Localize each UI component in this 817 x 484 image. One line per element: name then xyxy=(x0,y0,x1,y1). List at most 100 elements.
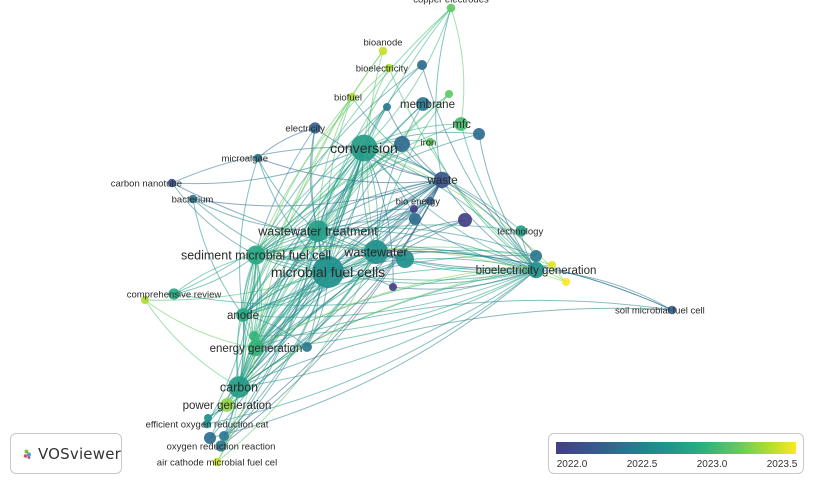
network-edge xyxy=(238,179,443,388)
node-microalgae[interactable] xyxy=(253,153,263,163)
network-edge xyxy=(421,64,537,271)
node-unlabeled[interactable] xyxy=(204,414,212,422)
node-unlabeled[interactable] xyxy=(409,213,421,225)
network-labels: copper electrodesbioanodebioelectricityb… xyxy=(111,0,705,468)
node-label-carbon-nanotube: carbon nanotube xyxy=(111,178,182,189)
node-electricity[interactable] xyxy=(309,122,321,134)
network-edge xyxy=(535,269,673,311)
network-edge xyxy=(144,299,240,388)
node-wastewater[interactable] xyxy=(363,239,389,265)
network-edge xyxy=(238,269,537,388)
network-edge xyxy=(363,147,537,271)
network-edge xyxy=(255,179,443,256)
node-comprehensive-review[interactable] xyxy=(168,288,180,300)
network-edge xyxy=(327,143,403,273)
node-label-comprehensive-review: comprehensive review xyxy=(127,289,222,300)
network-edge xyxy=(375,248,537,271)
network-edge xyxy=(327,269,537,284)
node-microbial-fuel-cells[interactable] xyxy=(312,256,344,288)
node-unlabeled[interactable] xyxy=(389,283,397,291)
node-label-mfc: mfc xyxy=(452,119,471,131)
node-power-generation[interactable] xyxy=(220,398,234,412)
node-sediment-microbial-fuel-cell[interactable] xyxy=(246,245,266,265)
node-unlabeled[interactable] xyxy=(473,128,485,140)
node-unlabeled[interactable] xyxy=(383,103,391,111)
node-efficient-oxygen-reduction-cat[interactable] xyxy=(202,419,212,429)
node-unlabeled[interactable] xyxy=(562,278,570,286)
network-edge xyxy=(171,182,257,256)
network-edge xyxy=(171,182,537,271)
node-unlabeled[interactable] xyxy=(458,213,472,227)
network-edge xyxy=(171,147,365,185)
node-bio-energy[interactable] xyxy=(425,196,435,206)
network-edge xyxy=(386,106,443,181)
network-edge xyxy=(238,264,553,388)
node-unlabeled[interactable] xyxy=(530,250,542,262)
node-mfc[interactable] xyxy=(454,117,468,131)
node-label-copper-electrodes: copper electrodes xyxy=(413,0,489,6)
node-unlabeled[interactable] xyxy=(417,60,427,70)
node-carbon[interactable] xyxy=(228,376,250,398)
network-edge xyxy=(435,7,452,181)
node-bioelectricity-generation[interactable] xyxy=(527,261,545,279)
network-edge xyxy=(238,307,673,388)
node-unlabeled[interactable] xyxy=(204,432,216,444)
network-edge xyxy=(375,250,673,311)
vosviewer-logo: VOSviewer xyxy=(10,433,122,474)
node-label-conversion: conversion xyxy=(330,140,398,156)
node-copper-electrodes[interactable] xyxy=(446,3,456,13)
node-label-efficient-oxygen-reduction-cat: efficient oxygen reduction cat xyxy=(146,419,269,430)
node-soil-microbial-fuel-cell[interactable] xyxy=(667,305,677,315)
node-conversion[interactable] xyxy=(350,134,378,162)
network-edge xyxy=(255,269,537,349)
node-label-energy-generation: energy generation xyxy=(210,343,303,355)
node-unlabeled[interactable] xyxy=(445,90,453,98)
network-edge xyxy=(238,258,406,388)
node-unlabeled[interactable] xyxy=(219,431,229,441)
node-air-cathode-microbial-fuel-cel[interactable] xyxy=(212,457,222,467)
network-edge xyxy=(317,229,537,271)
node-technology[interactable] xyxy=(515,225,527,237)
node-label-power-generation: power generation xyxy=(183,400,272,412)
node-membrane[interactable] xyxy=(416,97,430,111)
network-edge xyxy=(441,179,537,271)
network-edge xyxy=(255,219,466,349)
network-edge xyxy=(239,157,259,316)
node-label-microbial-fuel-cells: microbial fuel cells xyxy=(271,264,385,280)
network-edge xyxy=(375,251,537,274)
node-label-bioelectricity-generation: bioelectricity generation xyxy=(476,265,597,277)
vosviewer-logo-text: VOSviewer xyxy=(37,444,121,463)
node-oxygen-reduction-reaction[interactable] xyxy=(215,440,227,452)
legend-tick: 2022.0 xyxy=(556,459,588,470)
node-bioanode[interactable] xyxy=(378,46,388,56)
node-unlabeled[interactable] xyxy=(396,250,414,268)
node-carbon-nanotube[interactable] xyxy=(167,178,177,188)
node-bacterium[interactable] xyxy=(188,194,198,204)
node-wastewater-treatment[interactable] xyxy=(307,220,329,242)
node-unlabeled[interactable] xyxy=(410,205,418,213)
network-edge xyxy=(392,269,537,290)
network-edge xyxy=(478,133,537,271)
legend-tick: 2023.5 xyxy=(766,459,798,470)
node-unlabeled[interactable] xyxy=(548,261,556,269)
node-label-sediment-microbial-fuel-cell: sediment microbial fuel cell xyxy=(181,248,331,262)
network-edge xyxy=(253,269,537,337)
node-waste[interactable] xyxy=(433,171,451,189)
node-energy-generation[interactable] xyxy=(247,339,265,357)
node-unlabeled[interactable] xyxy=(141,296,149,304)
node-iron[interactable] xyxy=(425,137,435,147)
network-edge xyxy=(242,96,353,316)
network-edge xyxy=(242,208,415,316)
node-unlabeled[interactable] xyxy=(394,136,410,152)
node-unlabeled[interactable] xyxy=(249,331,259,341)
network-edge xyxy=(255,179,443,349)
network-edge xyxy=(206,254,257,425)
node-anode[interactable] xyxy=(236,308,250,322)
network-edge xyxy=(242,251,377,316)
node-biofuel[interactable] xyxy=(347,92,357,102)
node-unlabeled[interactable] xyxy=(302,342,312,352)
node-label-iron: iron xyxy=(421,137,437,148)
node-bioelectricity[interactable] xyxy=(384,63,394,73)
node-label-wastewater: wastewater xyxy=(343,245,407,259)
